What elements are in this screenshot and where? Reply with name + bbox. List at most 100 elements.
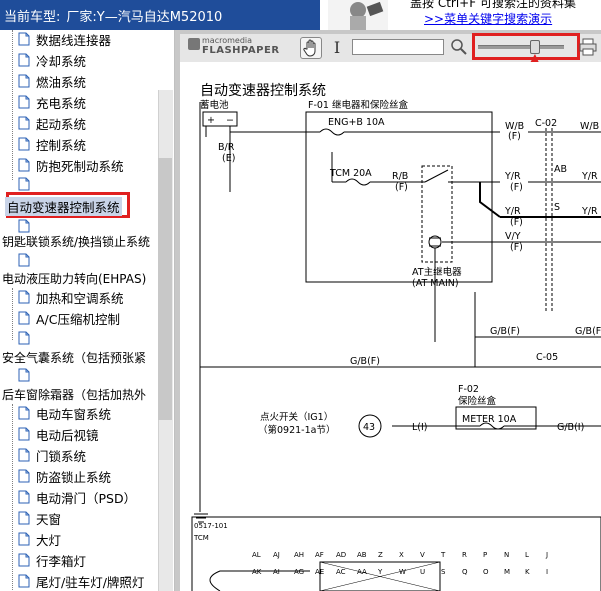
tcm-pin-label: W <box>399 568 406 576</box>
tree-item[interactable]: 尾灯/驻车灯/牌照灯 <box>18 571 144 591</box>
tree-item-label: 电动后视镜 <box>36 427 99 443</box>
tree-folder[interactable]: 电动液压助力转向(EHPAS) <box>2 268 146 288</box>
wire-yr1: Y/R <box>504 171 521 182</box>
tree-folder-label: 后车窗除霜器（包括加热外 <box>2 387 147 402</box>
tree-item-label: 控制系统 <box>36 137 87 153</box>
tree-folder[interactable]: 后车窗除霜器（包括加热外 <box>2 384 146 404</box>
connector-s: S <box>554 202 560 213</box>
tree-item-blank[interactable] <box>18 216 36 236</box>
selected-tree-item[interactable]: 自动变速器控制系统 <box>5 192 130 218</box>
ignition-label: 点火开关（IG1） <box>260 411 333 423</box>
at-relay-label: AT主继电器 <box>412 266 462 278</box>
tree-item-label: 电动车窗系统 <box>36 406 112 422</box>
tcm-pin-label: N <box>504 551 509 559</box>
tree-item-label: 尾灯/驻车灯/牌照灯 <box>36 574 145 590</box>
find-input[interactable] <box>352 39 444 55</box>
tree-item-label: 电动滑门（PSD） <box>36 490 137 506</box>
wire-br: B/R <box>218 142 235 153</box>
tree-item-blank[interactable] <box>18 328 36 348</box>
document-icon <box>18 490 30 504</box>
document-icon <box>18 32 30 46</box>
tree-item[interactable]: 电动滑门（PSD） <box>18 487 136 507</box>
tree-item[interactable]: 防盗锁止系统 <box>18 466 111 486</box>
tree-item[interactable]: 起动系统 <box>18 113 86 133</box>
tree-folder-label: 钥匙联锁系统/换挡锁止系统 <box>2 234 151 249</box>
tree-item[interactable]: A/C压缩机控制 <box>18 308 120 328</box>
wire-li: L(I) <box>412 422 428 433</box>
print-icon[interactable] <box>578 38 598 56</box>
tcm-pin-label: I <box>546 568 548 576</box>
tcm-pin-label: AF <box>315 551 324 559</box>
tcm-pin-label: X <box>399 551 404 559</box>
tree-item-label: 门锁系统 <box>36 448 87 464</box>
zoom-slider-track[interactable] <box>478 45 564 49</box>
document-icon <box>18 53 30 67</box>
tree-item[interactable]: 防抱死制动系统 <box>18 155 124 175</box>
tcm-pin-label: J <box>545 551 548 559</box>
tree-folder[interactable]: 安全气囊系统（包括预张紧 <box>2 347 146 367</box>
tree-folder[interactable]: 钥匙联锁系统/换挡锁止系统 <box>2 231 150 251</box>
tree-item-label: 冷却系统 <box>36 53 87 69</box>
tcm-pin-label: S <box>441 568 446 576</box>
tree-item[interactable]: 冷却系统 <box>18 50 86 70</box>
tcm-box <box>191 516 601 591</box>
wire-gb1: G/B(F) <box>490 326 520 337</box>
tcm-pin-label: V <box>420 551 425 559</box>
logo-top-text: macromedia <box>202 36 253 45</box>
fuse-meter-label: METER 10A <box>462 414 517 425</box>
tree-sidebar: 数据线连接器 冷却系统 燃油系统 充电系统 起动系统 控制系统 防抱死制动系统 … <box>0 30 175 591</box>
tcm-pin-label: Z <box>378 551 383 559</box>
page-title: 自动变速器控制系统 <box>200 83 326 99</box>
wire-gb2: G/B(F) <box>350 356 380 367</box>
tcm-pin-label: AI <box>273 568 280 576</box>
connector-43: 43 <box>363 422 375 433</box>
tcm-pin-label: AJ <box>273 551 280 559</box>
wire-vy-f: (F) <box>510 242 523 253</box>
document-icon <box>18 253 30 267</box>
tree-item[interactable]: 电动后视镜 <box>18 424 99 444</box>
search-icon[interactable] <box>450 38 468 56</box>
tree-item-blank[interactable] <box>18 250 36 270</box>
wire-vy: V/Y <box>505 231 521 242</box>
document-icon <box>18 553 30 567</box>
tree-item-label: 天窗 <box>36 511 62 527</box>
tcm-pin-label: AL <box>252 551 261 559</box>
tcm-label: TCM <box>193 534 209 542</box>
connector-c02: C-02 <box>535 118 557 129</box>
tree-folder-label: 电动液压助力转向(EHPAS) <box>2 271 147 286</box>
tcm-pin-label: AB <box>357 551 367 559</box>
document-icon <box>18 177 30 191</box>
tree-item[interactable]: 燃油系统 <box>18 71 86 91</box>
zoom-slider-thumb[interactable] <box>530 40 540 54</box>
tcm-pin-label: M <box>504 568 510 576</box>
tree-item[interactable]: 充电系统 <box>18 92 86 112</box>
search-demo-link[interactable]: >>菜单关键字搜索演示 <box>424 12 553 26</box>
tree-item[interactable]: 大灯 <box>18 529 61 549</box>
tree-item[interactable]: 门锁系统 <box>18 445 86 465</box>
tree-line <box>12 404 13 591</box>
tree-item[interactable]: 电动车窗系统 <box>18 403 111 423</box>
tree-item-blank[interactable] <box>18 174 36 194</box>
sidebar-scroll-thumb[interactable] <box>158 158 172 420</box>
fuse-tcm-label: TCM 20A <box>329 168 372 179</box>
tree-item[interactable]: 加热和空调系统 <box>18 287 124 307</box>
text-select-tool-button[interactable]: I <box>333 38 341 57</box>
document-icon <box>18 406 30 420</box>
macromedia-logo-icon <box>188 38 200 50</box>
zoom-highlight-box <box>472 33 580 60</box>
tree-line <box>12 30 13 180</box>
document-icon <box>18 116 30 130</box>
tree-item-label: 防抱死制动系统 <box>36 158 124 174</box>
battery-plus: + <box>207 115 215 126</box>
tcm-pin-label: P <box>483 551 487 559</box>
tree-item-label: 充电系统 <box>36 95 87 111</box>
tree-item[interactable]: 控制系统 <box>18 134 86 154</box>
hand-tool-button[interactable] <box>300 37 322 59</box>
document-icon <box>18 74 30 88</box>
document-icon <box>18 158 30 172</box>
tree-item[interactable]: 天窗 <box>18 508 61 528</box>
tree-item-blank[interactable] <box>18 365 36 385</box>
document-icon <box>18 427 30 441</box>
tree-item[interactable]: 数据线连接器 <box>18 30 111 49</box>
tree-item[interactable]: 行李箱灯 <box>18 550 86 570</box>
